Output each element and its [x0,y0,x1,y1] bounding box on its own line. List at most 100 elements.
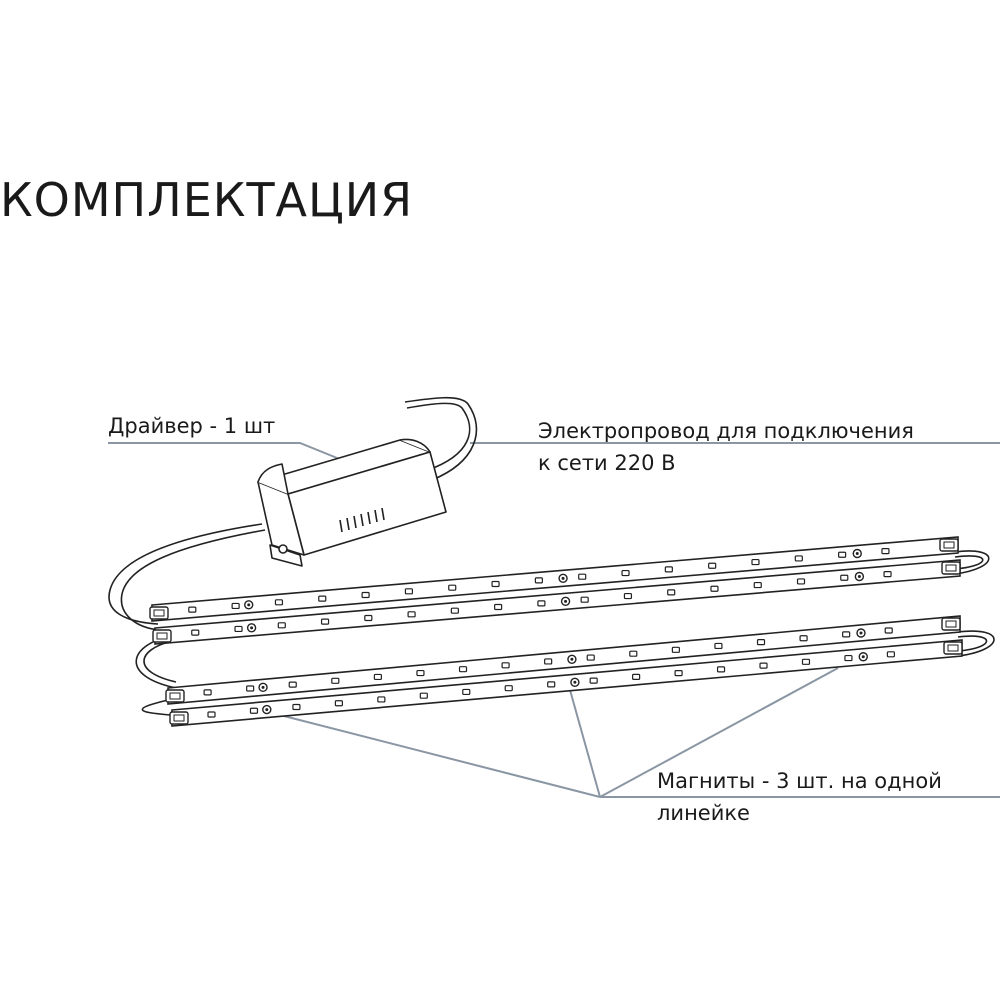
driver-label: Драйвер - 1 шт [108,410,275,442]
driver-output-wire [108,523,266,631]
driver-leader-line [108,442,343,461]
magnet-center [859,631,863,635]
led-chip [751,558,760,566]
led-chip [664,566,673,573]
driver-label-text: Драйвер - 1 шт [108,414,276,438]
led-chip [419,692,428,699]
led-chip [667,589,676,596]
led-chip [274,599,284,606]
led-chip [671,646,680,653]
led-chip [534,577,543,584]
driver-box [257,438,447,567]
led-chip [462,688,471,696]
magnet-center [861,655,865,659]
led-chip [404,588,414,595]
led-chip [629,650,638,657]
led-chip [716,666,726,673]
led-chip [623,592,633,600]
magnet-center [564,599,568,603]
led-chip [448,584,457,591]
power-wire-label: Электропровод для подключения к сети 220… [538,415,914,479]
strip-connector [943,641,963,655]
led-chip [364,614,373,622]
led-chip [249,707,259,714]
led-chip [589,677,598,684]
led-chip [801,658,811,665]
led-chip [621,569,630,577]
magnet-leader-line-3 [599,667,839,798]
strip-connector [939,538,959,552]
led-chip [407,611,416,618]
led-chip [246,685,255,692]
led-chip [191,629,200,636]
led-chip [714,642,723,650]
magnet-center [265,708,269,712]
driver-mount-tab [269,544,303,567]
led-strip [149,536,959,622]
led-chip [416,669,425,677]
led-chip [320,618,330,625]
strip-connector [169,711,189,725]
leader-lines [108,442,1000,798]
strip-connector-socket [945,564,957,572]
led-chip [799,635,808,642]
led-chip [203,689,212,696]
strip-connector [941,617,961,631]
led-chip [756,638,766,646]
strip-connector-socket [153,609,165,617]
led-chip [494,603,503,611]
magnet-center [570,657,574,661]
magnet-leader-line-1 [279,714,601,798]
led-chip [578,573,587,580]
led-chip [504,685,513,692]
led-chip [632,673,641,680]
led-chip [207,711,216,718]
strip-connector [941,561,961,575]
led-chip [373,673,382,681]
power-wire [404,396,478,481]
strip-connector-socket [169,692,181,700]
led-chip [883,571,892,578]
page-title: КОМПЛЕКТАЦИЯ [0,173,414,227]
led-chip [377,696,386,703]
driver-screw-hole [278,544,288,554]
magnet-center [261,685,265,689]
led-chip [292,703,301,711]
led-chip [450,607,459,614]
strip-connector [165,689,185,703]
driver-cap-left [257,463,289,495]
led-chip [710,585,719,592]
power-wire-label-line1: Электропровод для подключения [538,419,914,443]
led-chip [674,670,683,677]
magnet-center [857,575,861,578]
led-chip [708,562,717,569]
led-chip [759,662,768,669]
strip-connector-socket [943,541,955,549]
led-chip [331,677,340,684]
magnet-center [561,576,565,580]
led-chip [288,681,297,688]
led-strip [169,639,963,727]
led-chip [231,602,240,610]
magnet-leader-line-2 [569,689,601,798]
magnets-label-line2: линейке [657,801,750,825]
led-chip [842,631,851,638]
led-chip [796,578,806,585]
led-chip [547,681,556,688]
driver-vents [339,507,385,533]
led-chip [318,595,327,602]
led-chip [491,580,500,588]
led-chip [794,555,803,562]
magnet-center [855,552,859,555]
strip-connector [149,606,169,620]
led-chip [361,591,370,599]
led-strip [152,559,961,645]
led-chip [838,551,847,558]
led-chip [188,606,197,613]
driver-cap-right [399,438,431,453]
led-chip [840,574,849,581]
strip-connector-socket [947,644,959,652]
magnet-center [573,680,577,684]
led-strips [149,536,963,727]
